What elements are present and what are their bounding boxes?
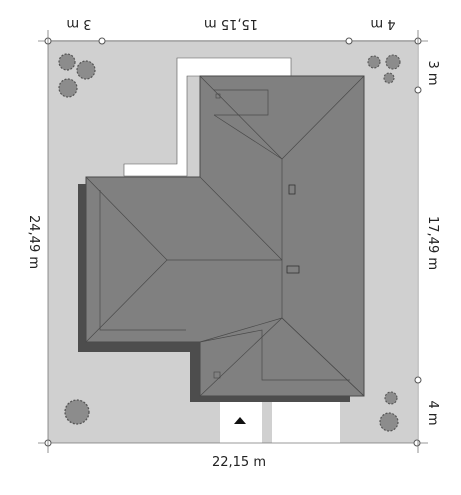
entrance-arrow-icon: [234, 417, 246, 424]
dimension-label-top-middle: 15,15 m: [204, 16, 258, 31]
roof-hip-upper-left: [213, 114, 283, 160]
driveway-right: [272, 396, 340, 443]
dimension-label-left: 24,49 m: [26, 215, 41, 269]
roof-inner-left: [99, 190, 186, 331]
dimension-right: 3 m 17,49 m 4 m: [414, 30, 440, 453]
chimney-top: [215, 93, 221, 99]
dimension-label-bottom: 22,15 m: [212, 455, 266, 470]
tree-icon: [379, 412, 399, 432]
dimension-label-top-right: 4 m: [370, 16, 395, 31]
chimney-bottom: [213, 371, 221, 379]
tree-icon: [383, 72, 395, 84]
skylight-lower: [286, 265, 300, 274]
roof-hip-lower-left: [199, 317, 283, 343]
dimension-node: [413, 439, 421, 447]
dimension-node: [414, 376, 422, 384]
dimension-left: 24,49 m: [26, 30, 49, 453]
tree-icon: [76, 60, 96, 80]
tree-icon: [367, 55, 381, 69]
trees: [58, 53, 401, 432]
paved-path: [123, 57, 292, 177]
dimension-node: [414, 86, 422, 94]
tree-icon: [58, 78, 78, 98]
dimension-label-top-left: 3 m: [66, 16, 91, 31]
roof-hip-left-top: [199, 176, 283, 261]
tree-icon: [64, 399, 90, 425]
dimension-label-right-bottom: 4 m: [425, 400, 440, 425]
tree-icon: [58, 53, 76, 71]
house-roof: [85, 75, 365, 397]
tree-icon: [384, 391, 398, 405]
dimension-node: [345, 37, 353, 45]
dimension-bottom: 22,15 m: [38, 439, 428, 470]
skylight-upper: [288, 184, 296, 195]
dimension-label-right-top: 3 m: [425, 60, 440, 85]
tree-icon: [385, 54, 401, 70]
roof-valley-bottom: [199, 329, 350, 381]
dimension-label-right-middle: 17,49 m: [425, 216, 440, 270]
roof-hip-lower-right: [281, 317, 365, 397]
roof-valley-top: [214, 89, 269, 116]
dimension-node: [98, 37, 106, 45]
dimension-top: 3 m 15,15 m 4 m: [38, 16, 428, 45]
